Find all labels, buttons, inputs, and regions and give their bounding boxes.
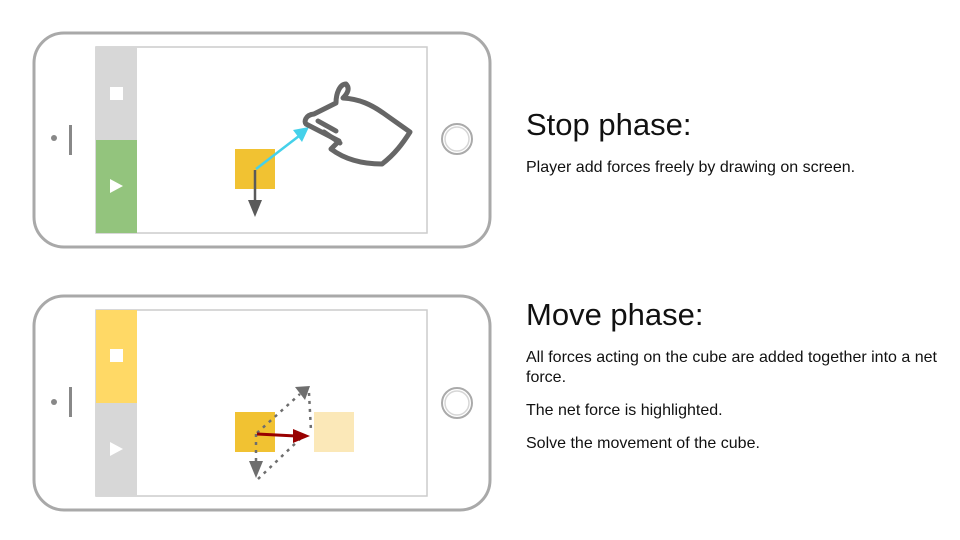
stop-button[interactable] [96,310,137,403]
cube [235,412,275,452]
gravity-force-arrow [248,170,262,217]
play-icon [110,179,123,193]
power-button-icon [69,125,72,155]
phone-screen [95,309,428,497]
drawn-force-arrow [255,127,309,170]
move-phase-description-2: The net force is highlighted. [526,402,723,419]
pointing-hand-icon [302,81,413,167]
stop-button[interactable] [96,47,137,140]
speaker-icon [51,135,57,141]
move-phase-description-3: Solve the movement of the cube. [526,435,760,452]
play-icon [110,442,123,456]
move-phase-description-1: All forces acting on the cube are added … [526,349,937,386]
speaker-icon [51,399,57,405]
home-button-icon [441,387,473,419]
play-button[interactable] [96,403,137,496]
stop-icon [110,349,123,362]
power-button-icon [69,387,72,417]
phone-illustration-stop [32,31,492,249]
stop-phase-panel [0,28,500,258]
move-phase-title: Move phase: [526,297,704,332]
move-phase-description-block: Move phase: All forces acting on the cub… [526,296,946,467]
stop-icon [110,87,123,100]
gravity-force-arrow [249,434,263,478]
net-force-arrow [256,429,310,443]
drawn-force-arrow [256,386,310,434]
home-button-icon [441,123,473,155]
ghost-cube-next-position [314,412,354,452]
move-phase-panel [0,290,500,520]
parallelogram-helper-lines [257,392,313,480]
stop-phase-description: Player add forces freely by drawing on s… [526,159,856,176]
phone-illustration-move [32,294,492,512]
stop-phase-description-block: Stop phase: Player add forces freely by … [526,106,946,191]
play-button[interactable] [96,140,137,233]
stop-phase-title: Stop phase: [526,107,692,142]
